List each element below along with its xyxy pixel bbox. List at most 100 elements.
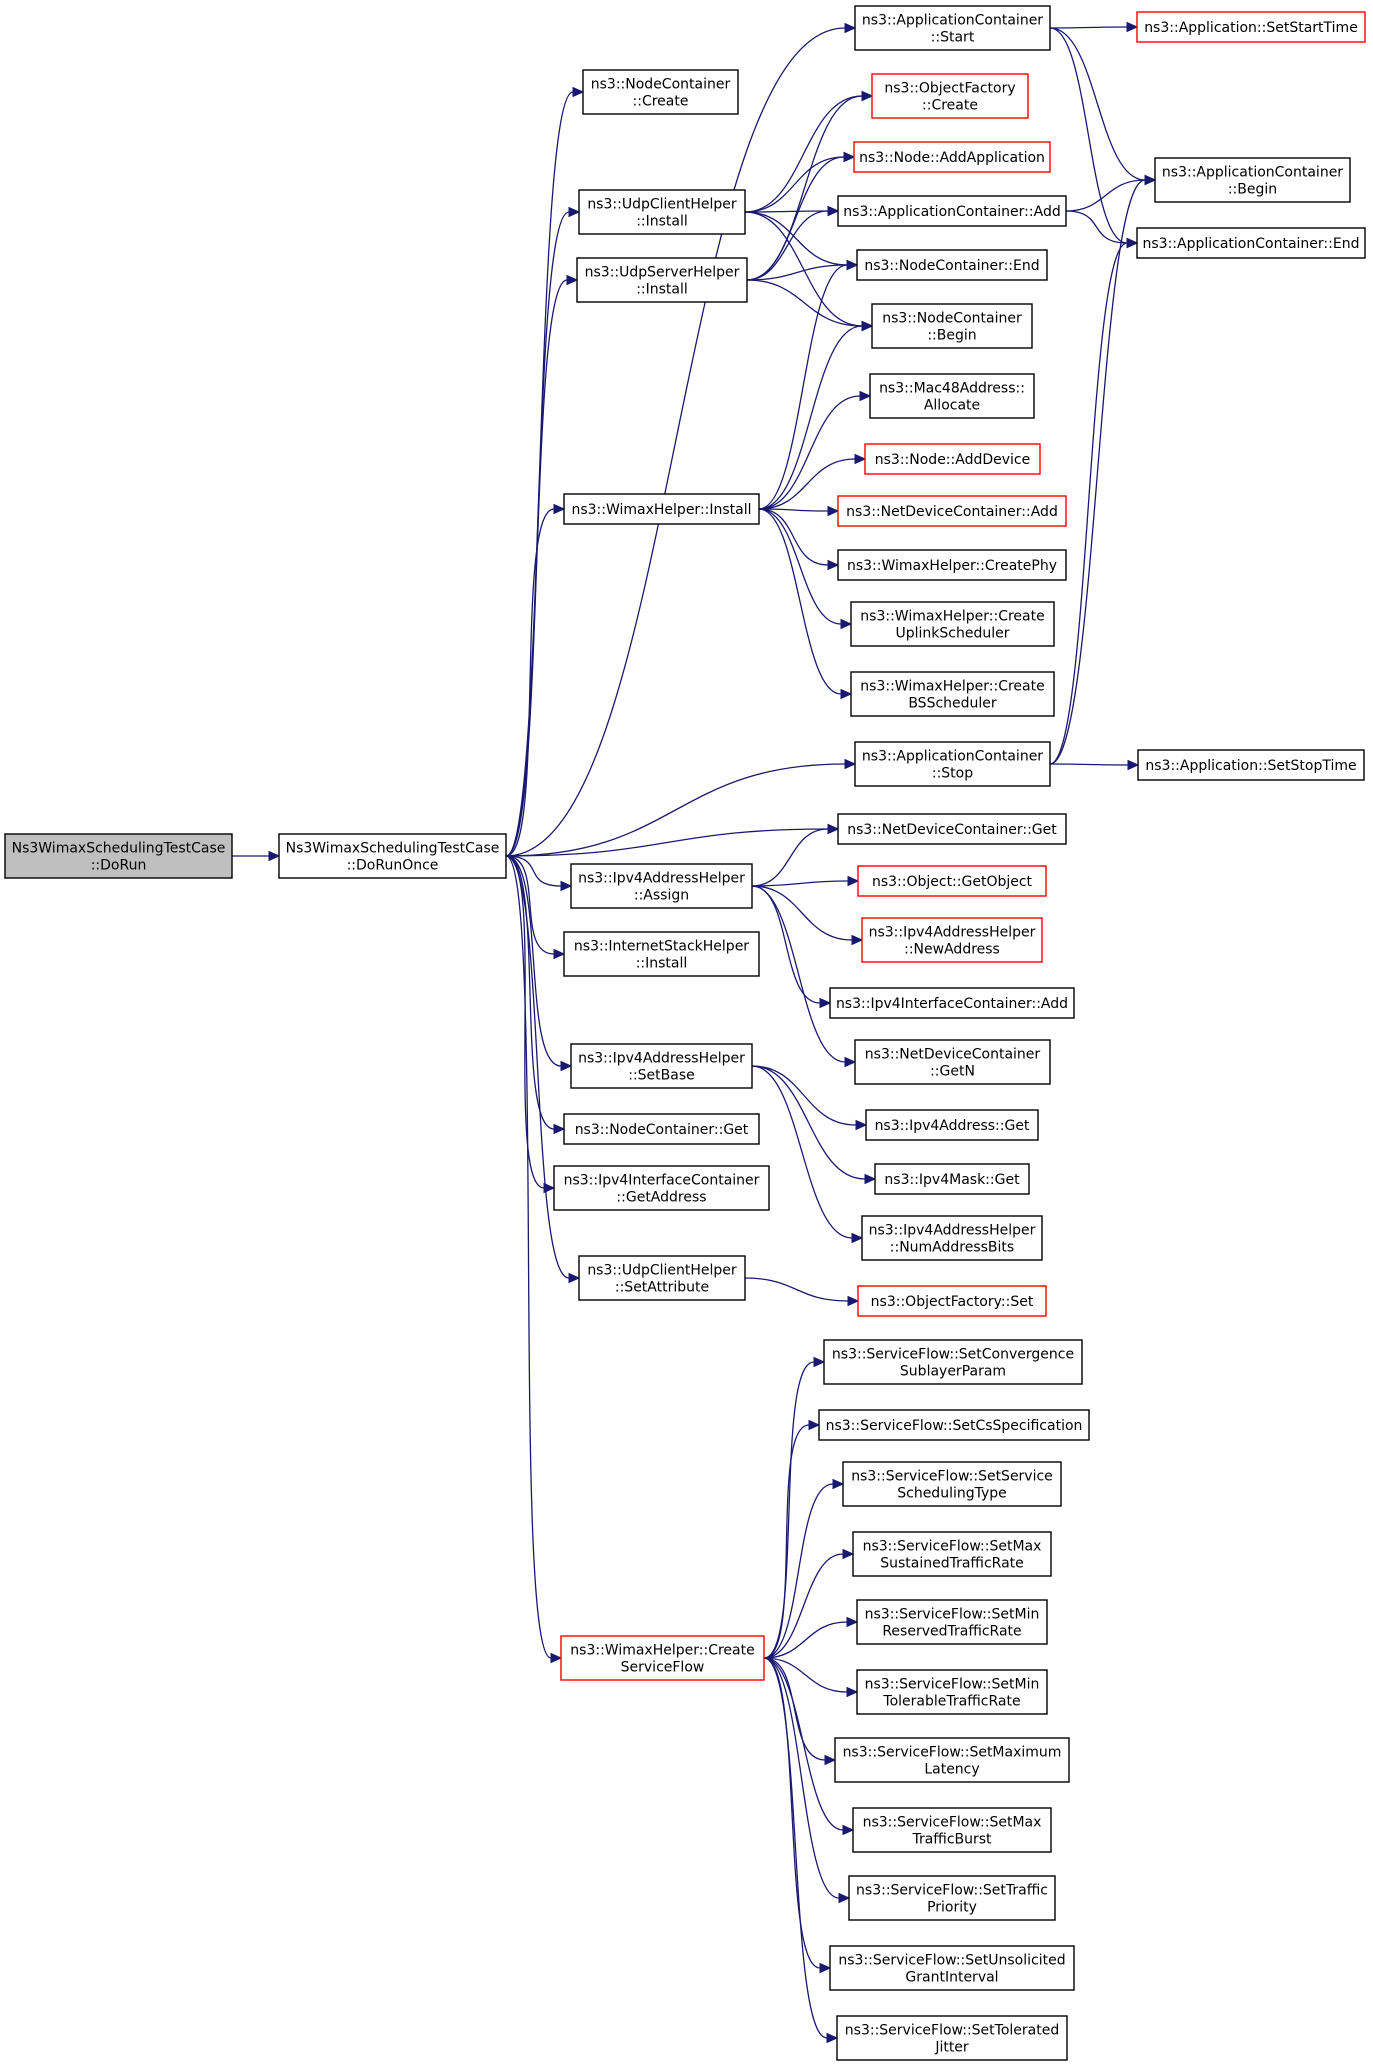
node-box: [1154, 157, 1351, 203]
node-ipv4mask-get[interactable]: ns3::Ipv4Mask::Get: [874, 1163, 1030, 1195]
node-label: ns3::WimaxHelper::Create: [860, 609, 1044, 625]
node-ipv4addr-get[interactable]: ns3::Ipv4Address::Get: [865, 1109, 1039, 1141]
edge-dorunonce-to-ipv4-assign: [505, 855, 573, 892]
node-wimax-createphy[interactable]: ns3::WimaxHelper::CreatePhy: [837, 549, 1067, 581]
node-appc-add[interactable]: ns3::ApplicationContainer::Add: [837, 195, 1067, 227]
node-label: ns3::ApplicationContainer::Add: [843, 204, 1060, 220]
node-label: ::NumAddressBits: [890, 1240, 1014, 1256]
function-nodes: Ns3WimaxSchedulingTestCase::DoRun Ns3Wima…: [4, 5, 1366, 2061]
node-appc-start[interactable]: ns3::ApplicationContainer::Start: [854, 5, 1051, 51]
node-node-adddevice[interactable]: ns3::Node::AddDevice: [864, 443, 1041, 475]
node-label: ns3::Object::GetObject: [872, 874, 1033, 890]
node-box: [850, 671, 1055, 717]
node-box: [563, 1113, 760, 1145]
node-wimax-install[interactable]: ns3::WimaxHelper::Install: [563, 493, 760, 525]
node-box: [874, 1163, 1030, 1195]
node-label: SublayerParam: [900, 1364, 1006, 1380]
node-udpclient-install[interactable]: ns3::UdpClientHelper::Install: [578, 189, 746, 235]
node-appc-end[interactable]: ns3::ApplicationContainer::End: [1136, 227, 1366, 259]
edge-wimax-createsf-to-sf-settrafprio: [763, 1657, 851, 1904]
node-label: ns3::Ipv4AddressHelper: [869, 925, 1036, 941]
node-dorunonce[interactable]: Ns3WimaxSchedulingTestCase::DoRunOnce: [278, 833, 507, 879]
node-dorun[interactable]: Ns3WimaxSchedulingTestCase::DoRun: [4, 833, 233, 879]
node-ndc-getn[interactable]: ns3::NetDeviceContainer::GetN: [854, 1039, 1051, 1085]
node-sf-setcs[interactable]: ns3::ServiceFlow::SetCsSpecification: [818, 1409, 1090, 1441]
node-sf-setminres[interactable]: ns3::ServiceFlow::SetMinReservedTrafficR…: [856, 1599, 1048, 1645]
node-label: ns3::ServiceFlow::SetCsSpecification: [826, 1418, 1083, 1434]
node-ipv4-numaddrbits[interactable]: ns3::Ipv4AddressHelper::NumAddressBits: [861, 1215, 1043, 1261]
node-label: ns3::Ipv4Address::Get: [875, 1118, 1030, 1134]
node-box: [560, 1635, 765, 1681]
node-ipv4-setbase[interactable]: ns3::Ipv4AddressHelper::SetBase: [570, 1043, 753, 1089]
node-box: [578, 189, 746, 235]
node-label: UplinkScheduler: [896, 626, 1010, 642]
node-label: ns3::ApplicationContainer: [862, 13, 1043, 29]
node-ndc-get[interactable]: ns3::NetDeviceContainer::Get: [837, 813, 1067, 845]
node-label: Latency: [924, 1762, 979, 1778]
node-label: ::GetN: [930, 1064, 975, 1080]
node-label: ns3::WimaxHelper::Create: [860, 679, 1044, 695]
node-sf-setsvc[interactable]: ns3::ServiceFlow::SetServiceSchedulingTy…: [842, 1461, 1062, 1507]
node-label: ::Start: [931, 30, 975, 46]
node-sf-setmintol[interactable]: ns3::ServiceFlow::SetMinTolerableTraffic…: [856, 1669, 1048, 1715]
node-sf-setconv[interactable]: ns3::ServiceFlow::SetConvergenceSublayer…: [823, 1339, 1083, 1385]
node-nc-create[interactable]: ns3::NodeContainer::Create: [582, 69, 739, 115]
node-label: ::Assign: [634, 888, 689, 904]
node-box: [861, 1215, 1043, 1261]
node-sf-setmaxsus[interactable]: ns3::ServiceFlow::SetMaxSustainedTraffic…: [852, 1531, 1052, 1577]
node-appc-stop[interactable]: ns3::ApplicationContainer::Stop: [854, 741, 1051, 787]
edge-ipv4-assign-to-obj-getobject: [751, 875, 860, 887]
node-box: [278, 833, 507, 879]
node-of-create[interactable]: ns3::ObjectFactory::Create: [871, 73, 1029, 119]
node-label: ::NewAddress: [904, 942, 1000, 958]
node-label: ns3::Ipv4Mask::Get: [884, 1172, 1020, 1188]
node-label: ns3::ServiceFlow::SetConvergence: [832, 1347, 1074, 1363]
node-obj-getobject[interactable]: ns3::Object::GetObject: [857, 865, 1047, 897]
node-mac48-alloc[interactable]: ns3::Mac48Address::Allocate: [869, 373, 1035, 419]
node-label: ReservedTrafficRate: [882, 1624, 1021, 1640]
node-box: [837, 813, 1067, 845]
edge-ipv4-assign-to-ndc-getn: [751, 885, 857, 1068]
node-label: Allocate: [924, 398, 980, 414]
node-sf-setunsol[interactable]: ns3::ServiceFlow::SetUnsolicitedGrantInt…: [829, 1945, 1075, 1991]
node-nc-get[interactable]: ns3::NodeContainer::Get: [563, 1113, 760, 1145]
node-label: ::Begin: [927, 328, 976, 344]
node-box: [856, 249, 1048, 281]
node-ndc-add[interactable]: ns3::NetDeviceContainer::Add: [837, 495, 1067, 527]
node-label: ns3::ServiceFlow::SetMin: [865, 1677, 1040, 1693]
node-label: ::Install: [636, 214, 688, 230]
node-box: [850, 601, 1055, 647]
edge-wimax-createsf-to-sf-setsvc: [763, 1478, 845, 1659]
node-udpclient-setattr[interactable]: ns3::UdpClientHelper::SetAttribute: [578, 1255, 746, 1301]
node-of-set[interactable]: ns3::ObjectFactory::Set: [857, 1285, 1047, 1317]
node-nc-end[interactable]: ns3::NodeContainer::End: [856, 249, 1048, 281]
node-nc-begin[interactable]: ns3::NodeContainer::Begin: [871, 303, 1033, 349]
node-udpserver-install[interactable]: ns3::UdpServerHelper::Install: [576, 257, 748, 303]
node-ipv4-assign[interactable]: ns3::Ipv4AddressHelper::Assign: [570, 863, 753, 909]
node-label: SchedulingType: [897, 1486, 1007, 1502]
node-appc-begin[interactable]: ns3::ApplicationContainer::Begin: [1154, 157, 1351, 203]
node-inet-install[interactable]: ns3::InternetStackHelper::Install: [563, 931, 760, 977]
node-node-addapp[interactable]: ns3::Node::AddApplication: [853, 141, 1051, 173]
node-app-setstart[interactable]: ns3::Application::SetStartTime: [1136, 11, 1366, 43]
edge-dorunonce-to-wimax-createsf: [505, 855, 563, 1664]
node-ipv4ic-add[interactable]: ns3::Ipv4InterfaceContainer::Add: [829, 987, 1075, 1019]
node-box: [576, 257, 748, 303]
node-label: ns3::Ipv4InterfaceContainer: [564, 1173, 760, 1189]
node-ipv4-newaddress[interactable]: ns3::Ipv4AddressHelper::NewAddress: [861, 917, 1043, 963]
node-app-setstop[interactable]: ns3::Application::SetStopTime: [1137, 749, 1365, 781]
node-label: SustainedTrafficRate: [880, 1556, 1024, 1572]
edge-dorunonce-to-inet-install: [505, 855, 566, 960]
node-box: [837, 195, 1067, 227]
node-label: ns3::Mac48Address::: [879, 381, 1025, 397]
node-label: ns3::ServiceFlow::SetTraffic: [856, 1883, 1048, 1899]
node-box: [563, 493, 760, 525]
node-ipv4ic-getaddress[interactable]: ns3::Ipv4InterfaceContainer::GetAddress: [553, 1165, 770, 1211]
